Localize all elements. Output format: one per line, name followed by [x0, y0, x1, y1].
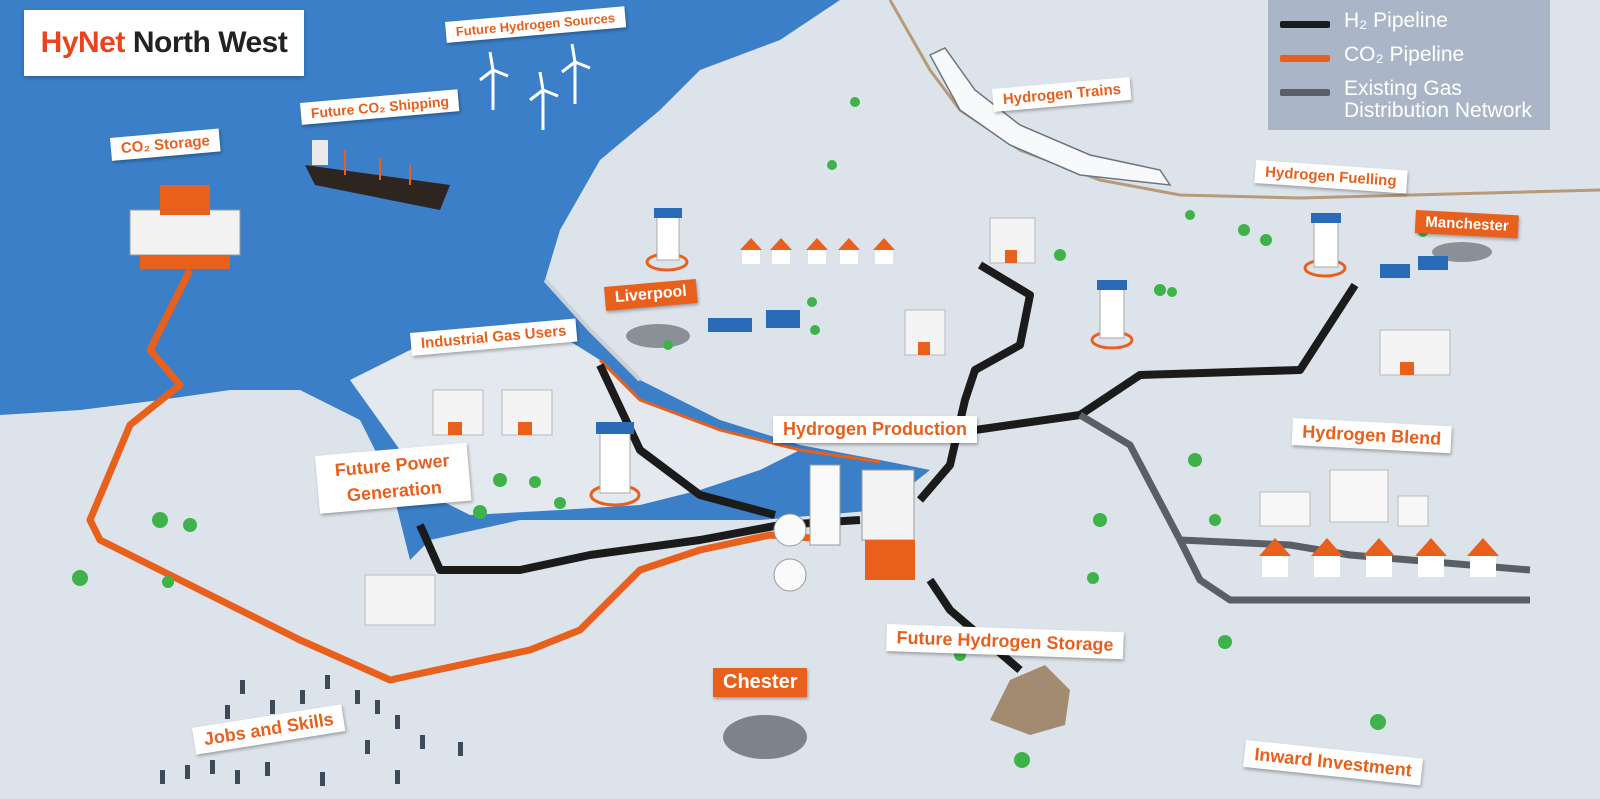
industrial-buildings [364, 217, 1451, 626]
legend-gas-row: Existing Gas Distribution Network [1280, 78, 1554, 122]
shoreline-accent [598, 358, 881, 464]
title-hynet: HyNet [40, 26, 126, 59]
legend-co2-label: CO₂ Pipeline [1344, 43, 1465, 66]
vehicles [708, 256, 1448, 332]
legend-h2-swatch [1280, 21, 1330, 28]
legend: H₂ Pipeline CO₂ Pipeline Existing Gas Di… [1268, 0, 1550, 130]
title-north-west: North West [132, 26, 288, 59]
gas-distribution-network [1078, 411, 1530, 604]
trees [72, 97, 1428, 768]
co2-storage-platform [129, 185, 241, 269]
building-doors [448, 250, 1414, 435]
legend-h2-row: H₂ Pipeline [1280, 10, 1554, 32]
h2-pipeline-north [596, 363, 777, 519]
legend-h2-label: H₂ Pipeline [1344, 9, 1448, 32]
houses [740, 238, 1499, 577]
liverpool-disc [626, 324, 690, 348]
hydrogen-production-plant [773, 464, 915, 592]
chester-disc [723, 715, 807, 759]
wind-turbines [479, 43, 591, 130]
legend-co2-swatch [1280, 55, 1330, 62]
legend-co2-row: CO₂ Pipeline [1280, 44, 1554, 66]
diagram-title: HyNet North West [24, 10, 304, 76]
co2-pipeline [86, 268, 841, 684]
legend-gas-swatch [1280, 89, 1330, 96]
label-hydrogen-production: Hydrogen Production [773, 416, 977, 443]
hydrogen-train [928, 47, 1172, 186]
hydrogen-storage-rock [990, 665, 1070, 735]
label-chester: Chester [713, 668, 808, 697]
co2-ship [305, 140, 450, 210]
legend-gas-label: Existing Gas Distribution Network [1344, 77, 1532, 122]
people-crowd [160, 675, 463, 786]
h2-pipeline-manchester [974, 282, 1359, 434]
coast-cliff [543, 278, 642, 382]
h2-pipeline-east [916, 261, 1034, 503]
fuelling-stations [589, 208, 1347, 507]
